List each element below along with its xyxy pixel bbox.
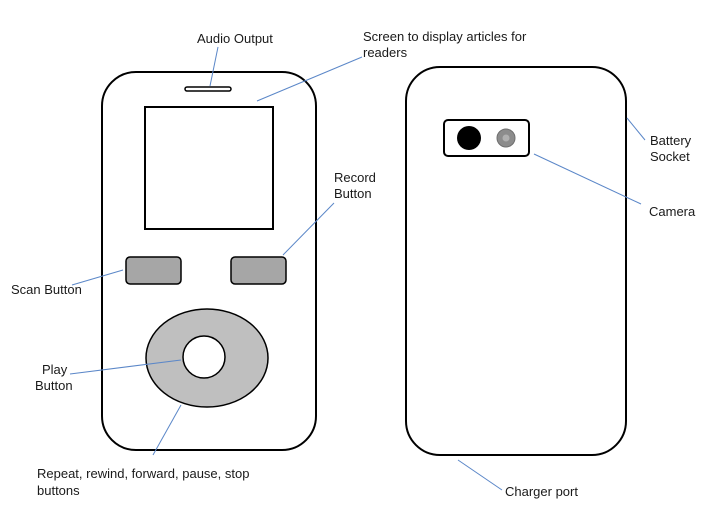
leader-play	[69, 359, 182, 375]
label-controls-line1: Repeat, rewind, forward, pause, stop	[37, 466, 249, 481]
label-battery-line1: Battery	[650, 133, 692, 148]
leader-controls	[152, 404, 182, 456]
front-view	[101, 71, 317, 451]
audio-output-slot	[184, 86, 232, 92]
back-device-body	[405, 66, 627, 456]
label-charger-port: Charger port	[505, 484, 578, 499]
label-record-line2: Button	[334, 186, 372, 201]
leader-battery	[626, 117, 646, 141]
camera-module	[443, 119, 530, 157]
label-record-line1: Record	[334, 170, 376, 185]
leader-charger	[457, 459, 503, 491]
camera-lens-icon	[457, 126, 481, 150]
label-play-line1: Play	[42, 362, 68, 377]
label-controls-line2: buttons	[37, 483, 80, 498]
leader-screen	[256, 56, 363, 102]
leader-record	[282, 202, 335, 256]
label-play-line2: Button	[35, 378, 73, 393]
leader-camera	[533, 153, 642, 205]
play-button	[182, 335, 226, 379]
label-screen-line1: Screen to display articles for	[363, 29, 527, 44]
scan-button	[125, 256, 182, 285]
camera-flash-center	[502, 134, 510, 142]
label-audio-output: Audio Output	[197, 31, 273, 46]
display-screen	[144, 106, 274, 230]
label-screen-line2: readers	[363, 45, 408, 60]
leader-scan	[71, 269, 124, 286]
back-view	[405, 66, 627, 456]
leader-lines	[69, 46, 646, 491]
label-battery-line2: Socket	[650, 149, 690, 164]
labels: Audio Output Screen to display articles …	[11, 29, 696, 499]
label-camera: Camera	[649, 204, 696, 219]
leader-audio-output	[209, 46, 219, 87]
record-button	[230, 256, 287, 285]
label-scan-button: Scan Button	[11, 282, 82, 297]
